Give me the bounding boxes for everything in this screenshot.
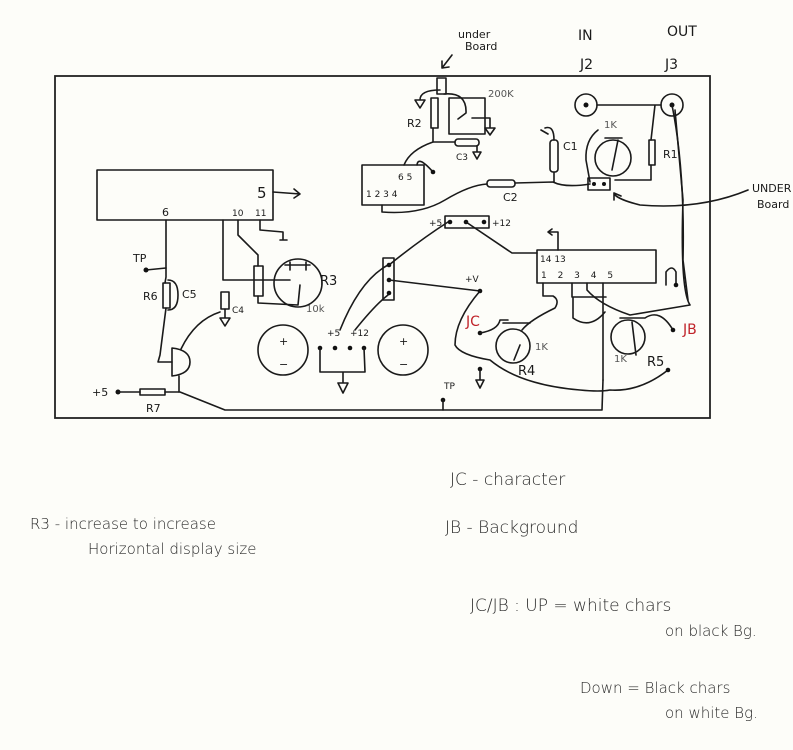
jc-label[interactable]: JC xyxy=(465,314,480,330)
power-plus12-label: +12 xyxy=(350,329,369,339)
jb-label[interactable]: JB xyxy=(682,322,697,338)
ground-icon xyxy=(219,308,231,327)
r4-value: 1K xyxy=(535,342,548,353)
ic2-top-pins: 14 13 xyxy=(540,255,566,265)
arrow-icon xyxy=(441,54,453,69)
pot-1k-label: 1K xyxy=(604,120,617,131)
capacitor-c5 xyxy=(167,279,179,311)
ic-pin-5: 5 xyxy=(257,184,267,202)
electrolytic-capacitor xyxy=(257,324,309,376)
top-plus5-label: +5 xyxy=(429,219,442,229)
cap-plus: + xyxy=(399,335,408,348)
j2-label: J2 xyxy=(579,57,593,73)
resistor-r7 xyxy=(139,388,166,396)
potentiometer-r5[interactable] xyxy=(610,319,646,355)
cap-minus: − xyxy=(399,358,408,371)
capacitor-c3 xyxy=(454,138,480,147)
ground-icon xyxy=(475,368,485,389)
plus5-label: +5 xyxy=(92,386,108,399)
r3-label: R3 xyxy=(320,274,337,289)
ground-icon xyxy=(319,347,366,394)
tp-label: TP xyxy=(132,252,147,265)
note-r3-line1: R3 - increase to increase xyxy=(30,515,216,533)
ground-icon xyxy=(259,219,288,241)
resistor-r6 xyxy=(162,282,171,309)
r3-value: 10k xyxy=(306,304,325,315)
potentiometer-r3 xyxy=(273,258,323,308)
under-board-label-1: under xyxy=(458,28,491,41)
under-board-connector xyxy=(436,77,447,95)
under-board-right-2: Board xyxy=(757,198,789,211)
note-down-line1: Down = Black chars xyxy=(580,679,731,697)
small-ic-top-pins: 6 5 xyxy=(398,173,412,183)
r2-label: R2 xyxy=(407,117,422,130)
c1-label: C1 xyxy=(563,140,578,153)
tp2-label: TP xyxy=(443,382,455,392)
c2-label: C2 xyxy=(503,191,518,204)
three-pin-header xyxy=(382,257,395,301)
main-ic xyxy=(96,169,274,221)
note-jc: JC - character xyxy=(450,470,566,490)
r7-label: R7 xyxy=(146,402,161,415)
plus-v-label: +V xyxy=(465,275,480,285)
board-outline xyxy=(54,75,711,419)
ground-icon xyxy=(472,145,482,160)
capacitor-c4 xyxy=(220,291,230,310)
in-label: IN xyxy=(578,28,593,44)
test-point xyxy=(143,267,149,273)
capacitor-c2 xyxy=(486,179,516,188)
note-jb: JB - Background xyxy=(445,518,579,538)
ic-pin-11: 11 xyxy=(255,209,266,219)
transistor xyxy=(171,347,191,377)
small-ic xyxy=(361,164,425,206)
cap-plus: + xyxy=(279,335,288,348)
under-board-connector xyxy=(587,177,611,191)
electrolytic-capacitor xyxy=(377,324,429,376)
cap-minus: − xyxy=(279,358,288,371)
c5-label: C5 xyxy=(182,288,197,301)
ground-icon xyxy=(414,89,441,109)
power-header-top xyxy=(444,215,490,229)
r6-label: R6 xyxy=(143,290,158,303)
ic2-bottom-pins: 1 2 3 4 5 xyxy=(541,271,617,281)
c3-label: C3 xyxy=(456,153,468,163)
potentiometer-1k[interactable] xyxy=(594,139,632,177)
capacitor-c1 xyxy=(549,139,559,173)
under-board-right-1: UNDER xyxy=(752,182,792,195)
note-r3-line2: Horizontal display size xyxy=(88,540,257,558)
resistor-r2 xyxy=(430,97,439,129)
arrow-icon xyxy=(272,188,301,199)
ic-2 xyxy=(536,249,657,284)
c4-label: C4 xyxy=(232,306,244,316)
j3-label: J3 xyxy=(664,57,678,73)
note-up-line2: on black Bg. xyxy=(665,622,757,640)
small-ic-bottom-pins: 1 2 3 4 xyxy=(366,190,398,200)
potentiometer-r4[interactable] xyxy=(495,328,531,364)
ic-pin-10: 10 xyxy=(232,209,244,219)
resistor-r1 xyxy=(648,139,656,166)
r5-label: R5 xyxy=(647,355,664,370)
under-board-label-2: Board xyxy=(465,40,497,53)
r1-label: R1 xyxy=(663,148,678,161)
resistor xyxy=(253,265,264,297)
note-down-line2: on white Bg. xyxy=(665,704,758,722)
note-up-line1: JC/JB : UP = white chars xyxy=(470,596,672,616)
top-plus12-label: +12 xyxy=(492,219,511,229)
power-plus5-label: +5 xyxy=(327,329,340,339)
ic-pin-6: 6 xyxy=(162,206,169,219)
out-label: OUT xyxy=(667,24,697,40)
r5-value: 1K xyxy=(614,354,627,365)
trimmer-200k[interactable] xyxy=(448,97,486,135)
trimmer-200k-label: 200K xyxy=(488,89,514,100)
r4-label: R4 xyxy=(518,364,535,379)
